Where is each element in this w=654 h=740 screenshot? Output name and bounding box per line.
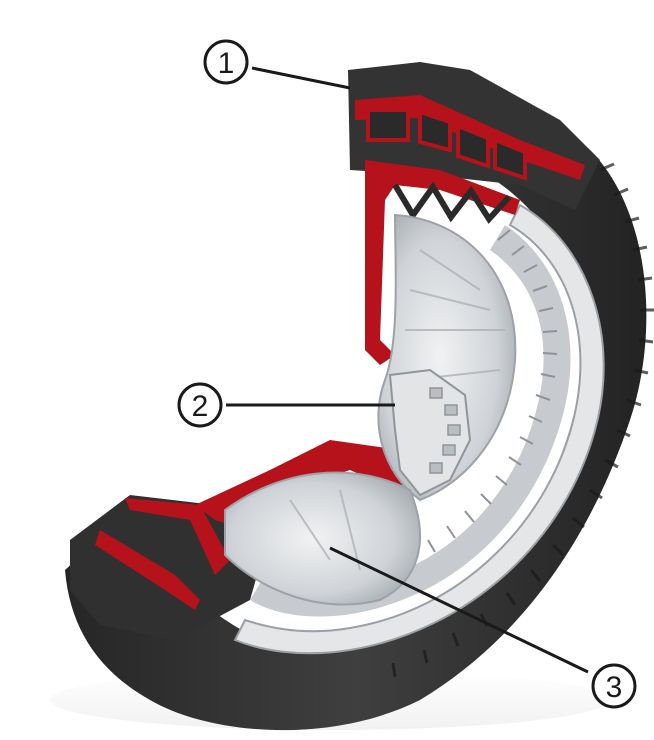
leader-line-1 bbox=[251, 66, 351, 90]
leader-lines bbox=[226, 66, 589, 674]
sun-gear-teeth bbox=[429, 387, 461, 474]
callout-label-2: 2 bbox=[192, 390, 209, 423]
callout-label-1: 1 bbox=[218, 47, 235, 80]
sun-gear bbox=[388, 368, 472, 497]
callout-circle-3 bbox=[591, 663, 637, 709]
disc-spokes bbox=[289, 249, 505, 571]
hub-shell-upper bbox=[365, 160, 520, 365]
callout-label-3: 3 bbox=[606, 671, 623, 704]
tire-section-bottom bbox=[70, 495, 260, 640]
callout-1: 1 bbox=[203, 39, 249, 85]
rim-band bbox=[233, 203, 605, 655]
leader-line-3 bbox=[329, 546, 589, 674]
callout-circle-2 bbox=[177, 382, 223, 428]
tire-tread bbox=[391, 162, 654, 678]
callout-circle-1 bbox=[203, 39, 249, 85]
callout-3: 3 bbox=[591, 663, 637, 709]
callout-2: 2 bbox=[177, 382, 223, 428]
